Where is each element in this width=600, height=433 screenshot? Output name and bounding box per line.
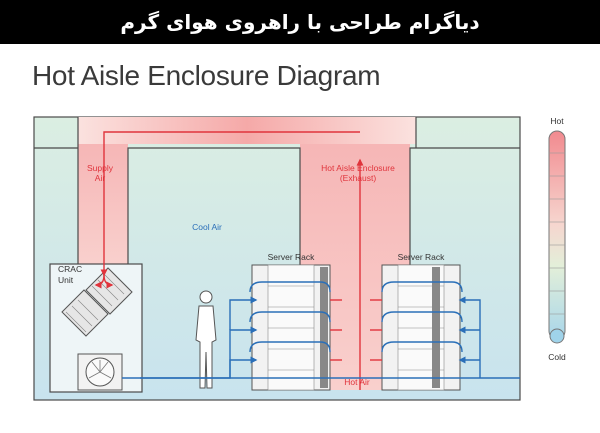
crac-label: CRAC [58, 264, 82, 274]
temperature-legend: Hot Cold [548, 116, 566, 362]
crac-label-2: Unit [58, 275, 74, 285]
server-rack-left [251, 264, 331, 391]
server-rack-right-label: Server Rack [398, 252, 446, 262]
legend-cold-label: Cold [548, 352, 566, 362]
supply-air-label-2: Air [95, 173, 106, 183]
legend-hot-label: Hot [550, 116, 564, 126]
server-rack-right [381, 264, 461, 391]
diagram-title: Hot Aisle Enclosure Diagram [32, 60, 381, 91]
banner-title: دیاگرام طراحی با راهروی هوای گرم [0, 0, 600, 44]
server-rack-left-label: Server Rack [268, 252, 316, 262]
hot-air-label: Hot Air [344, 377, 370, 387]
cool-air-arrows [122, 281, 520, 379]
hot-air-arrows [94, 131, 382, 390]
supply-air-label: Supply [87, 163, 114, 173]
cool-air-label: Cool Air [192, 222, 222, 232]
hot-aisle-label-2: (Exhaust) [340, 173, 377, 183]
person-icon [195, 290, 217, 389]
hot-aisle-label: Hot Aisle Enclosure [321, 163, 395, 173]
